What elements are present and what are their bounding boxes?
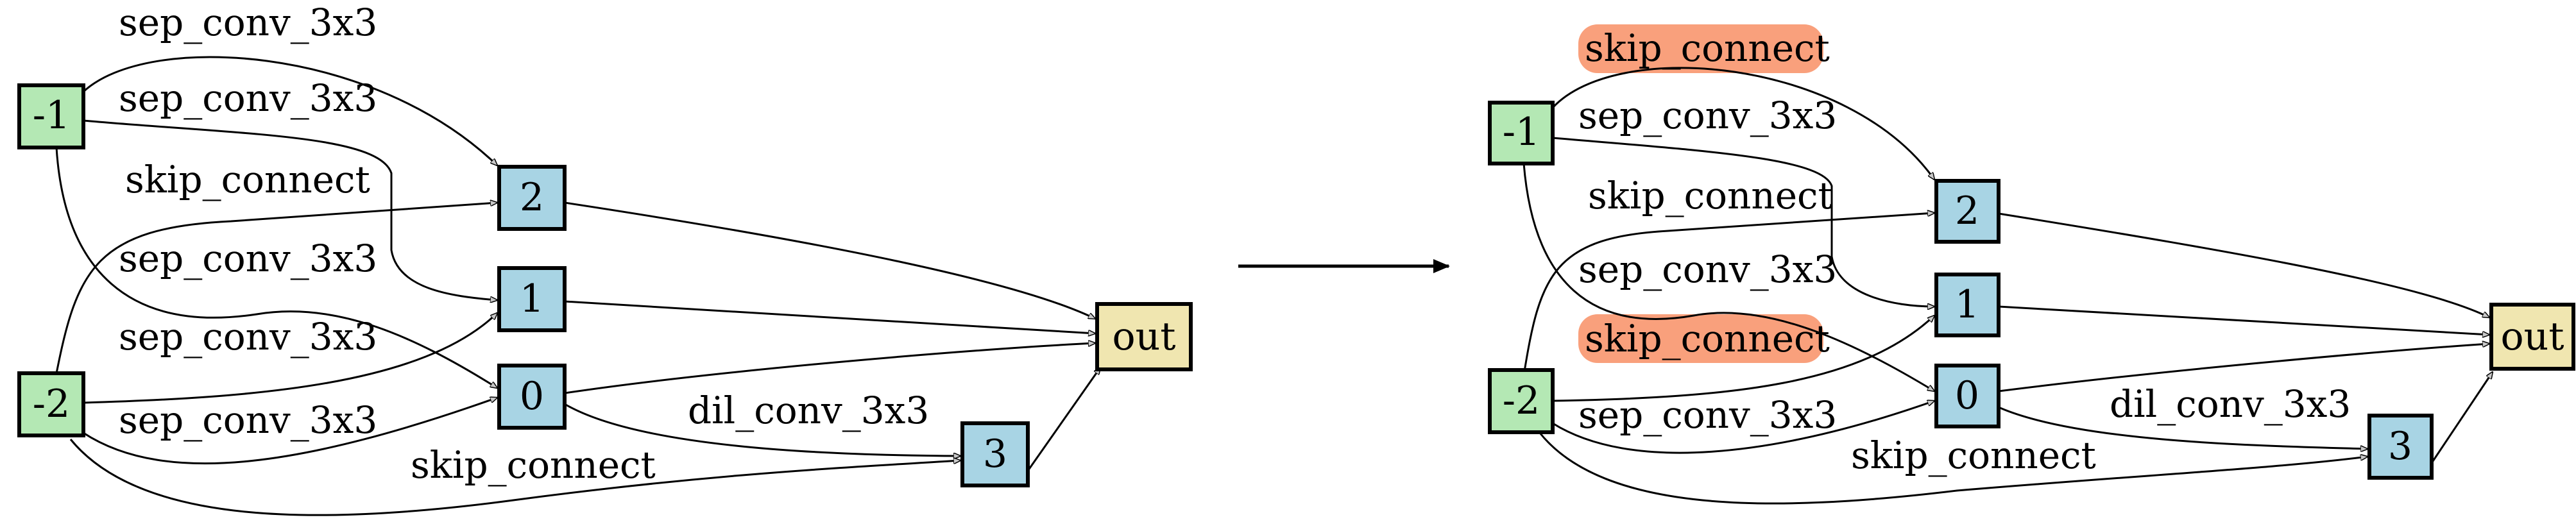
edge-in1-to-2 [1551,67,1934,180]
edge-label: skip_connect [1588,174,1833,217]
edge-in1-to-1 [1552,137,1934,307]
svg-text:2: 2 [520,175,544,220]
node-input-minus-1: -1 [1488,101,1555,165]
svg-text:0: 0 [1955,373,1979,418]
svg-text:3: 3 [2388,424,2412,469]
node-input-minus-2: -2 [1488,368,1555,434]
node-0: 0 [1934,364,2000,428]
edge-label: sep_conv_3x3 [119,237,377,280]
edge-in2-to-3 [69,439,960,516]
node-1: 1 [1934,273,2000,337]
edge-1-to-out [1998,305,2489,335]
svg-text:0: 0 [520,374,544,419]
edge-label: skip_connect [1585,317,1830,360]
edge-label: sep_conv_3x3 [1578,248,1837,291]
svg-text:-2: -2 [1503,378,1540,423]
edge-label: sep_conv_3x3 [1578,94,1837,137]
edge-in1-to-0 [1523,163,1934,391]
edge-label: sep_conv_3x3 [1578,393,1837,437]
edge-in1-to-1 [83,119,497,300]
edge-in1-to-0 [55,147,497,388]
edge-in2-to-0 [83,398,497,465]
svg-text:out: out [2501,314,2564,359]
edge-label: dil_conv_3x3 [2110,382,2351,426]
cell-before: sep_conv_3x3 sep_conv_3x3 skip_connect s… [17,1,1193,516]
node-out: out [2489,303,2575,371]
edge-0-to-out [564,343,1095,394]
edge-2-to-out [1998,212,2489,319]
highlight-badge [1578,24,1823,73]
svg-text:-1: -1 [33,93,70,138]
edge-in2-to-2 [55,203,497,374]
edge-in1-to-2 [82,56,497,165]
edge-label: skip_connect [1585,26,1830,70]
node-input-minus-2: -2 [17,371,85,437]
node-3: 3 [2367,414,2434,480]
edge-0-to-3 [564,403,960,456]
edge-2-to-out [564,201,1095,320]
edge-0-to-3 [1998,406,2367,449]
node-input-minus-1: -1 [17,83,85,149]
edge-label: dil_conv_3x3 [688,389,929,432]
edge-label: skip_connect [1851,434,2096,477]
node-out: out [1095,302,1193,371]
cell-after: skip_connect sep_conv_3x3 skip_connect s… [1488,24,2575,505]
node-0: 0 [497,364,567,430]
svg-text:1: 1 [520,276,544,321]
edge-label: skip_connect [411,443,656,487]
node-2: 2 [497,165,567,231]
edge-0-to-out [1998,344,2489,392]
highlight-badge [1578,314,1823,363]
node-2: 2 [1934,179,2000,244]
node-1: 1 [497,266,567,332]
edge-1-to-out [564,300,1095,333]
edge-in2-to-3 [1539,432,2367,505]
edge-label: sep_conv_3x3 [119,398,377,442]
edge-in2-to-1 [83,313,497,404]
edge-in2-to-2 [1523,213,1934,376]
svg-text:-1: -1 [1503,110,1540,155]
edge-label: sep_conv_3x3 [119,76,377,120]
edge-in2-to-1 [1552,316,1934,402]
edge-3-to-out [2430,372,2493,464]
edge-label: sep_conv_3x3 [119,315,377,358]
svg-text:1: 1 [1955,282,1979,327]
edge-in2-to-0 [1552,401,1934,454]
svg-text:-2: -2 [33,382,70,426]
edge-label: skip_connect [125,158,370,201]
node-3: 3 [960,421,1030,487]
edge-3-to-out [1025,367,1100,473]
svg-text:out: out [1113,314,1176,359]
edge-label: sep_conv_3x3 [119,1,377,44]
svg-text:3: 3 [983,432,1007,476]
svg-text:2: 2 [1955,189,1979,233]
